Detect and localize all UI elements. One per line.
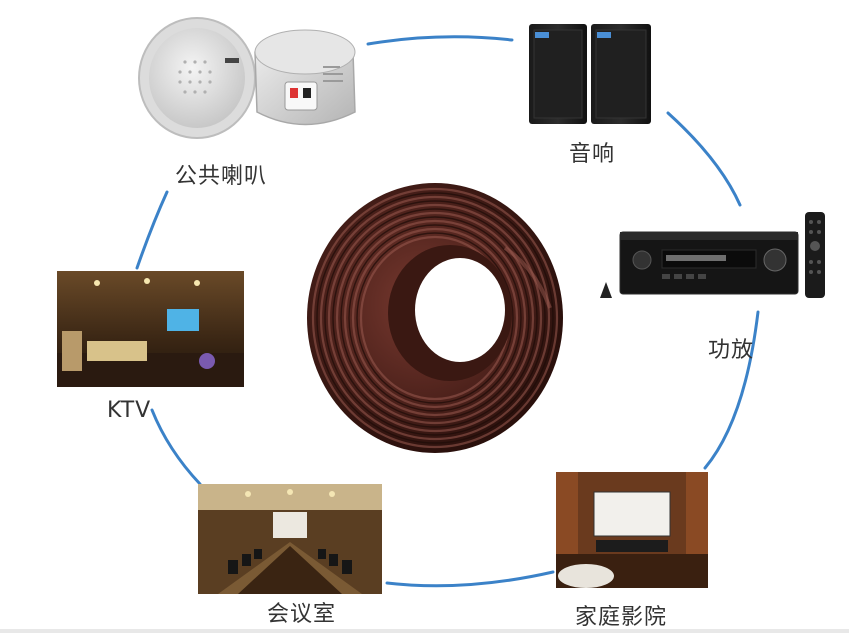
arc-meeting-to-ktv bbox=[150, 408, 202, 486]
arc-speaker-to-audio bbox=[366, 35, 514, 46]
meeting-room-photo bbox=[198, 484, 382, 594]
arc-audio-to-amp bbox=[666, 111, 742, 207]
arc-amp-to-home bbox=[703, 310, 760, 470]
label-meeting-room: 会议室 bbox=[267, 602, 337, 627]
cable-coil bbox=[307, 183, 563, 453]
label-ktv: KTV bbox=[107, 398, 152, 423]
av-receiver-icon bbox=[600, 231, 799, 298]
loudspeaker-pair-icon bbox=[529, 24, 651, 124]
label-public-speaker: 公共喇叭 bbox=[175, 164, 268, 189]
ceiling-speaker-icon bbox=[138, 17, 356, 139]
remote-control-icon bbox=[805, 212, 825, 298]
ktv-photo bbox=[57, 271, 244, 387]
label-home-theater: 家庭影院 bbox=[575, 605, 668, 630]
home-theater-photo bbox=[556, 472, 708, 588]
bottom-divider bbox=[0, 629, 849, 633]
arc-home-to-meeting bbox=[385, 570, 555, 588]
label-audio: 音响 bbox=[569, 142, 616, 167]
arc-ktv-to-speaker bbox=[135, 190, 169, 270]
label-amplifier: 功放 bbox=[708, 338, 755, 363]
